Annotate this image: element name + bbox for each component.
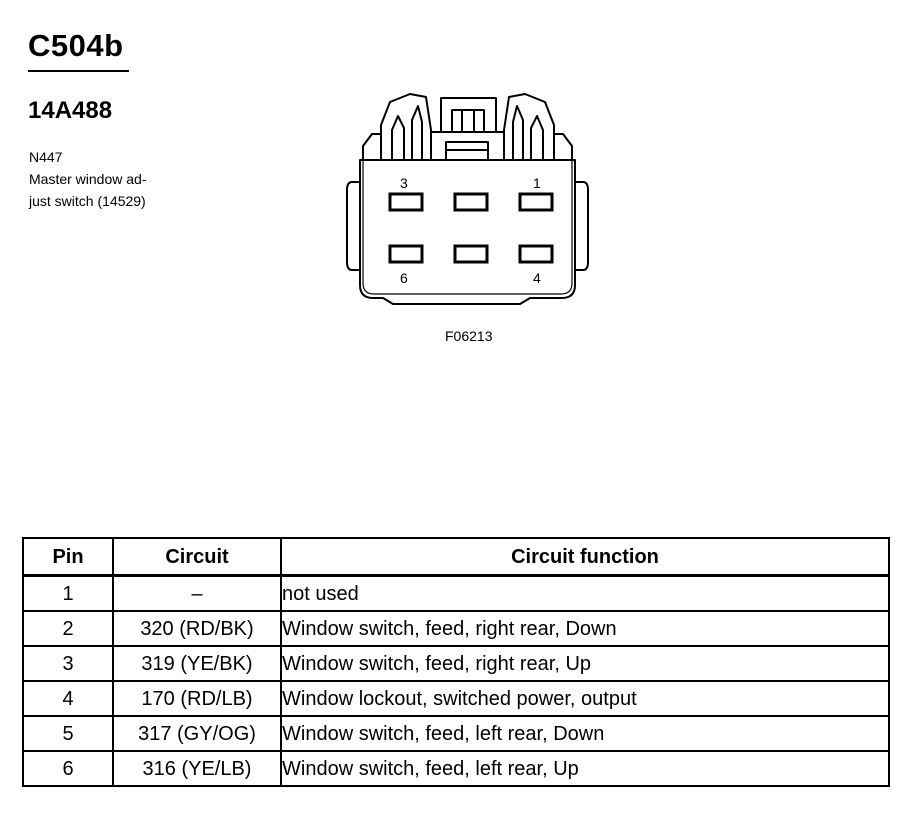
right-latch: [553, 133, 573, 160]
table-row: 1 – not used: [22, 574, 890, 612]
function-cell: Window switch, feed, left rear, Up: [280, 750, 890, 787]
pin-cavity-3: [388, 192, 424, 212]
pinout-table: Pin Circuit Circuit function 1 – not use…: [22, 537, 890, 787]
function-cell: not used: [280, 574, 890, 612]
circuit-cell: –: [112, 574, 282, 612]
left-side-tab: [346, 181, 360, 271]
circuit-cell: 319 (YE/BK): [112, 645, 282, 682]
table-row: 2 320 (RD/BK) Window switch, feed, right…: [22, 610, 890, 647]
pin-label-6: 6: [400, 270, 408, 286]
function-cell: Window switch, feed, right rear, Up: [280, 645, 890, 682]
circuit-cell: 170 (RD/LB): [112, 680, 282, 717]
circuit-cell: 316 (YE/LB): [112, 750, 282, 787]
pin-cell: 1: [22, 574, 114, 612]
right-side-tab: [575, 181, 589, 271]
circuit-cell: 320 (RD/BK): [112, 610, 282, 647]
pin-cavity-1: [518, 192, 554, 212]
pin-cell: 2: [22, 610, 114, 647]
function-cell: Window switch, feed, right rear, Down: [280, 610, 890, 647]
column-header-circuit: Circuit: [112, 537, 282, 577]
column-header-function: Circuit function: [280, 537, 890, 577]
column-header-pin: Pin: [22, 537, 114, 577]
table-header-row: Pin Circuit Circuit function: [22, 537, 890, 577]
part-number: 14A488: [28, 97, 113, 124]
pin-cell: 6: [22, 750, 114, 787]
pin-cavity-4: [518, 244, 554, 264]
description-line-2: Master window ad-: [29, 171, 147, 187]
pin-label-1: 1: [533, 175, 541, 191]
circuit-cell: 317 (GY/OG): [112, 715, 282, 752]
table-row: 6 316 (YE/LB) Window switch, feed, left …: [22, 750, 890, 787]
pin-cell: 5: [22, 715, 114, 752]
pin-cavity-6: [388, 244, 424, 264]
pin-label-3: 3: [400, 175, 408, 191]
figure-code: F06213: [445, 328, 493, 344]
description-line-3: just switch (14529): [29, 193, 146, 209]
connector-id: C504b: [28, 28, 124, 63]
connector-housing: [359, 159, 576, 305]
pin-cell: 4: [22, 680, 114, 717]
description-line-1: N447: [29, 149, 63, 165]
pin-cavity-5: [453, 244, 489, 264]
pin-cavity-2: [453, 192, 489, 212]
connector-face-diagram: 3 1 6 4: [346, 93, 589, 305]
left-latch: [362, 133, 382, 160]
table-row: 3 319 (YE/BK) Window switch, feed, right…: [22, 645, 890, 682]
function-cell: Window switch, feed, left rear, Down: [280, 715, 890, 752]
table-row: 5 317 (GY/OG) Window switch, feed, left …: [22, 715, 890, 752]
pin-label-4: 4: [533, 270, 541, 286]
connector-id-underline: [28, 70, 129, 72]
table-row: 4 170 (RD/LB) Window lockout, switched p…: [22, 680, 890, 717]
center-latch: [440, 97, 497, 132]
pin-cell: 3: [22, 645, 114, 682]
function-cell: Window lockout, switched power, output: [280, 680, 890, 717]
